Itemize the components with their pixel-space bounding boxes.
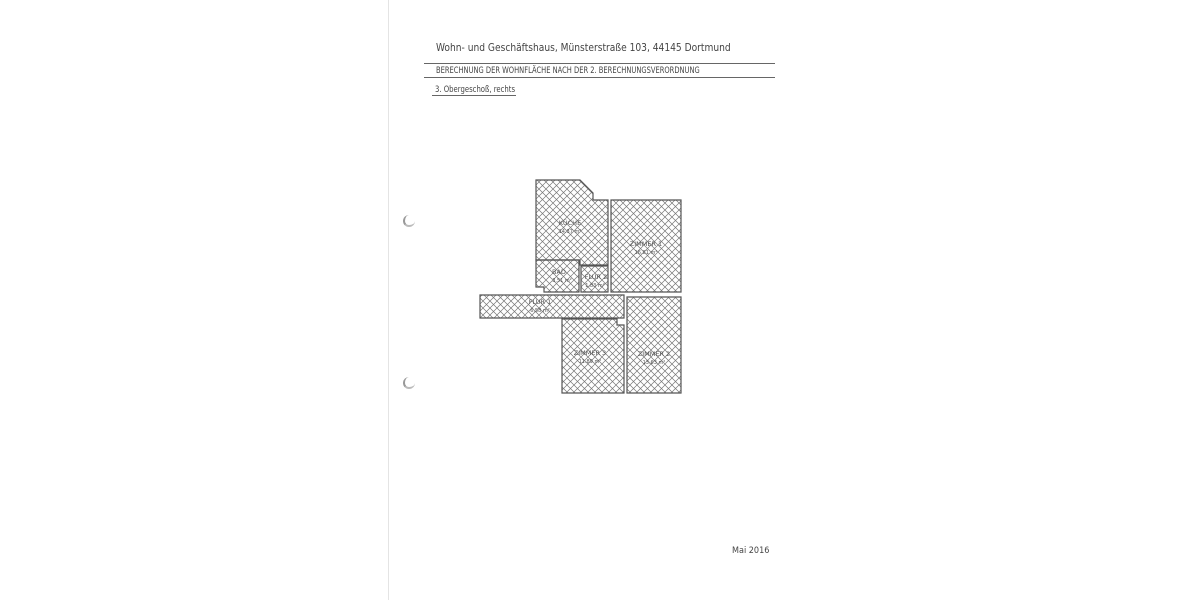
room-area: 16.81 m² [635,250,658,256]
document-date: Mai 2016 [732,546,770,556]
room-label: ZIMMER 1 [630,240,662,248]
room-zimmer-3 [561,318,625,394]
room-area: 11.89 m² [579,359,602,365]
room-zimmer-2 [626,296,682,394]
room-label: ZIMMER 3 [574,349,606,357]
document-subtitle: BERECHNUNG DER WOHNFLÄCHE NACH DER 2. BE… [436,66,700,76]
divider [424,63,775,64]
room-area: 6.58 m² [530,308,550,314]
divider [424,77,775,78]
room-area: 13.63 m² [643,360,666,366]
room-area: 3.51 m² [552,278,572,284]
room-label: FLUR 2 [585,273,608,281]
room-label: KÜCHE [559,218,581,227]
room-bad [535,259,580,293]
room-label: FLUR 1 [529,298,552,306]
floor-label: 3. Obergeschoß, rechts [435,85,516,95]
room-label: BAD [552,268,566,276]
room-area: 1.83 m² [585,283,605,289]
punch-hole [403,215,415,227]
room-flur-2 [580,265,609,293]
room-zimmer-1 [610,199,682,293]
punch-hole [403,377,415,389]
floor-underline [432,95,516,96]
room-label: ZIMMER 2 [638,350,670,358]
document-title: Wohn- und Geschäftshaus, Münsterstraße 1… [436,41,731,54]
room-area: 14.37 m² [559,229,582,235]
room-flur-1 [479,294,625,319]
